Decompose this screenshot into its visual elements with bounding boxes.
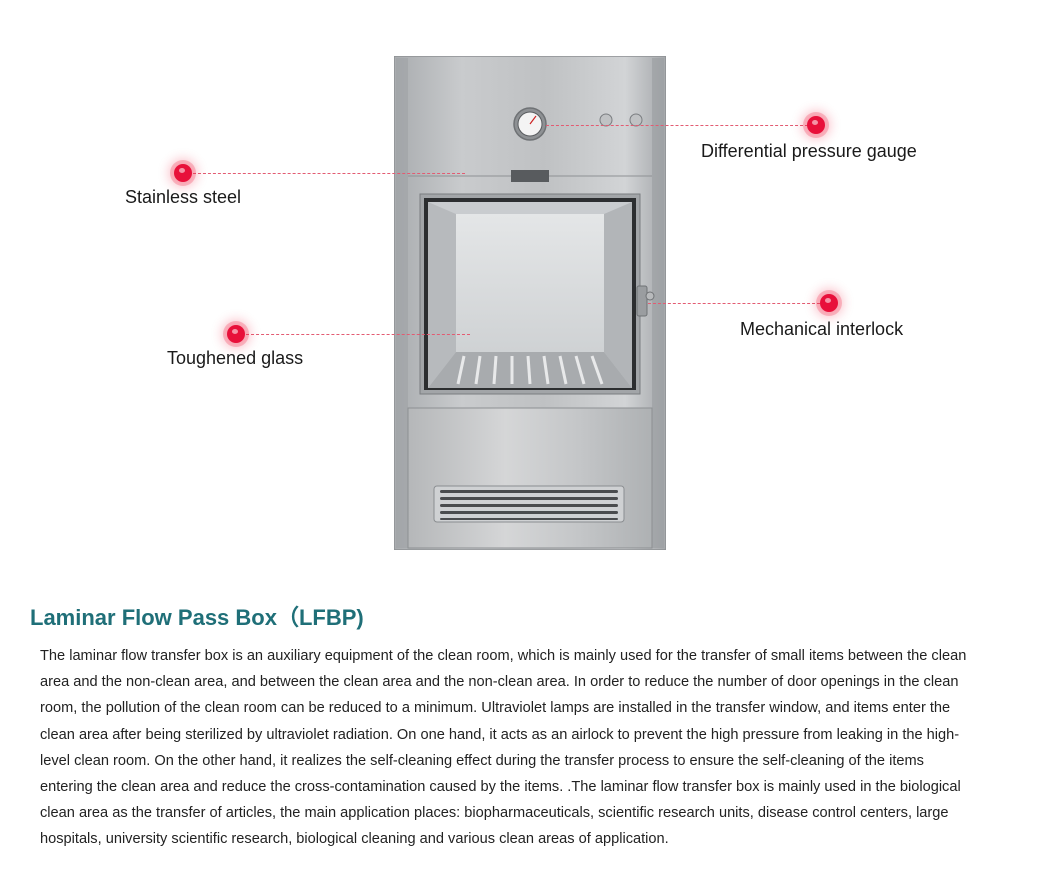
mechanical-interlock-marker bbox=[820, 294, 838, 312]
stainless-steel-label: Stainless steel bbox=[125, 187, 242, 207]
product-description: The laminar flow transfer box is an auxi… bbox=[40, 648, 967, 848]
mechanical-interlock-leader bbox=[648, 303, 820, 304]
pass-box-image bbox=[394, 56, 666, 550]
product-figure: Stainless steel Differential pressure ga… bbox=[125, 56, 917, 550]
product-title: Laminar Flow Pass Box（LFBP) bbox=[30, 605, 364, 630]
stainless-steel-leader bbox=[193, 173, 465, 174]
mechanical-interlock-label: Mechanical interlock bbox=[740, 319, 904, 339]
stainless-steel-marker bbox=[174, 164, 192, 182]
toughened-glass-label: Toughened glass bbox=[167, 348, 304, 368]
pressure-gauge-marker bbox=[807, 116, 825, 134]
pressure-gauge-label: Differential pressure gauge bbox=[701, 141, 917, 161]
toughened-glass-marker bbox=[227, 325, 245, 343]
toughened-glass-leader bbox=[246, 334, 470, 335]
pressure-gauge-leader bbox=[546, 125, 808, 126]
